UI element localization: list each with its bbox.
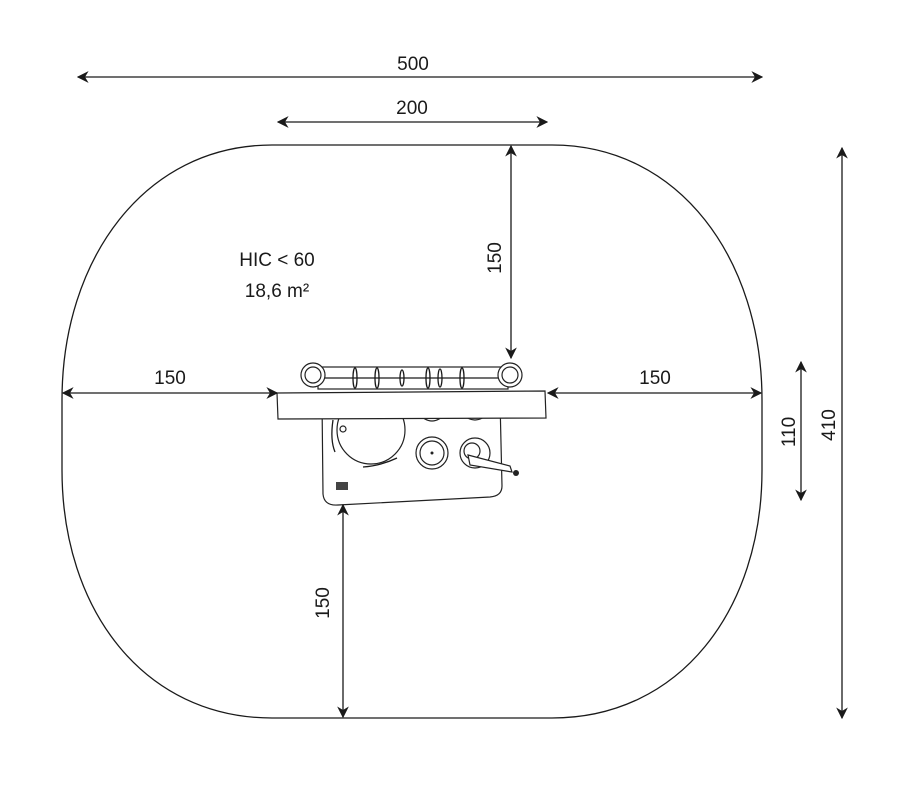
dimension-top-clearance: 150: [485, 144, 517, 360]
area-label: 18,6 m²: [245, 281, 309, 302]
dimension-label: 500: [397, 54, 429, 75]
dimension-right-clearance: 150: [546, 368, 763, 399]
dimension-label: 150: [485, 242, 506, 274]
dimension-label: 110: [779, 417, 800, 447]
dimension-label: 150: [313, 587, 334, 619]
hic-label: HIC < 60: [239, 250, 315, 271]
dimension-label: 410: [819, 409, 840, 441]
play-kitchen-equipment: [276, 362, 547, 506]
dimension-equipment-width: 200: [276, 98, 549, 128]
dimension-left-clearance: 150: [61, 368, 279, 399]
dimension-label: 150: [639, 368, 671, 389]
dimension-equipment-depth: 110: [779, 360, 807, 502]
dimension-bottom-clearance: 150: [313, 503, 349, 719]
dimension-total-depth: 410: [819, 146, 848, 720]
dimension-label: 200: [396, 98, 428, 119]
dimension-total-width: 500: [76, 54, 764, 83]
safety-zone-outline: [61, 144, 763, 719]
dimension-label: 150: [154, 368, 186, 389]
